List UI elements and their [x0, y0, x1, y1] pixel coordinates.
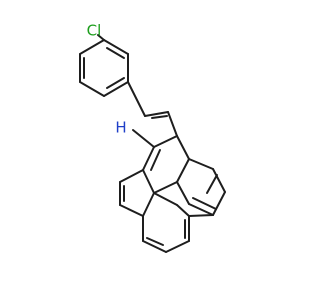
nitrogen-atom-label: H [115, 119, 126, 137]
bond-line [132, 129, 155, 148]
bond-line [192, 197, 217, 210]
bond-line [142, 192, 155, 217]
bond-line [103, 39, 129, 55]
bond-line [176, 135, 190, 160]
bond-line [127, 81, 146, 117]
bond-lines [79, 34, 226, 253]
bond-line [153, 181, 178, 194]
bond-line [206, 174, 218, 194]
chlorine-bond-line [97, 34, 105, 41]
bond-line [176, 158, 190, 183]
bond-line [142, 146, 155, 171]
bond-line [153, 135, 178, 148]
bond-line [146, 237, 164, 246]
bond-line [144, 111, 169, 117]
bond-line [103, 81, 129, 97]
bond-line [212, 168, 226, 193]
bond-line [167, 111, 178, 137]
bond-line [106, 47, 125, 59]
bond-line [79, 81, 105, 97]
bond-line [79, 39, 105, 55]
bond-line [119, 204, 144, 217]
bond-line [142, 169, 155, 194]
bond-line [119, 169, 144, 183]
bond-line [106, 77, 125, 89]
bond-line [142, 240, 167, 253]
bond-line [188, 158, 214, 170]
bond-line [165, 240, 190, 253]
bond-line [188, 214, 214, 217]
bond-line [176, 204, 190, 217]
bond-line [176, 181, 190, 205]
bond-line [188, 203, 214, 216]
bond-line [151, 115, 168, 119]
chemical-structure: Cl H [79, 22, 226, 253]
bond-line [153, 192, 178, 206]
chlorine-atom-label: Cl [87, 22, 102, 40]
bond-line [150, 149, 161, 171]
bond-line [212, 191, 226, 216]
